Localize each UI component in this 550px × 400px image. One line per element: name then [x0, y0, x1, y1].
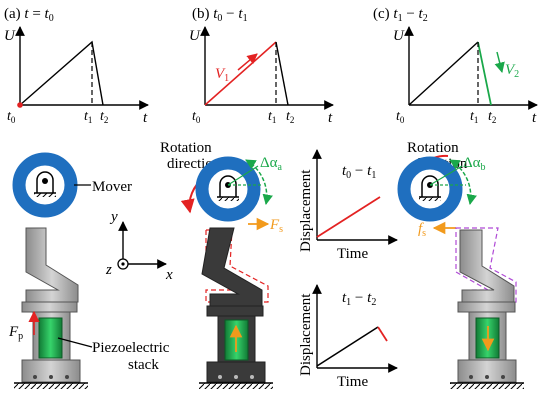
tick-t2: t2 — [100, 109, 108, 125]
axis-z-label: z — [105, 262, 112, 278]
tick-t2: t2 — [286, 109, 294, 125]
axis-y-label: y — [109, 209, 118, 225]
displacement-line — [316, 196, 381, 238]
rising-segment — [408, 41, 479, 106]
voltage-waveform — [19, 40, 104, 106]
tick-t0: t0 — [192, 109, 201, 125]
original-outline — [205, 229, 269, 303]
ground-hatch — [450, 383, 524, 389]
pivot-symbol — [34, 171, 56, 197]
delta-alpha-label: Δαa — [260, 155, 283, 173]
tick-t2: t2 — [488, 109, 496, 125]
coordinate-frame: y z x — [105, 209, 173, 283]
plot-ylabel: Displacement — [298, 293, 314, 376]
flexure-base-plate — [457, 301, 516, 313]
rising-segment — [204, 41, 277, 106]
tick-t1: t1 — [84, 109, 92, 125]
time-axis-label: t — [532, 110, 537, 126]
plot-title: t1 − t2 — [342, 290, 376, 308]
axis-x-label: x — [165, 267, 173, 283]
bolt — [65, 375, 69, 379]
bolt — [250, 375, 254, 379]
angle-arc — [245, 159, 273, 206]
bolt — [234, 375, 238, 379]
tick-t1: t1 — [470, 109, 478, 125]
piezo-label-line2: stack — [128, 357, 159, 373]
bolt — [218, 375, 222, 379]
mechanism-c: Rotation direction Δαb fs — [397, 140, 524, 389]
panel-b-label: (b) t0 − t1 — [192, 6, 248, 24]
velocity-arrow — [237, 53, 258, 71]
flexure-hinge — [25, 227, 79, 303]
panel-a: (a) t = t0 U t t0 t1 t2 — [4, 6, 149, 126]
bolt — [469, 375, 473, 379]
current-time-dot — [17, 102, 23, 108]
velocity-label: V2 — [505, 62, 519, 80]
falling-segment — [275, 41, 289, 106]
angle-arc — [449, 159, 477, 206]
rotation-label-line1: Rotation — [160, 140, 212, 156]
tick-t0: t0 — [396, 109, 405, 125]
voltage-axis-label: U — [189, 28, 201, 44]
flexure-hinge — [459, 229, 515, 303]
mover-ring — [195, 156, 261, 222]
plot-title: t0 − t1 — [342, 163, 376, 181]
flexure-base-plate — [206, 305, 264, 317]
friction-label: fs — [418, 221, 426, 239]
bolt — [33, 375, 37, 379]
force-label: Fp — [8, 324, 23, 342]
delta-alpha-label: Δαb — [463, 155, 486, 173]
panel-c-label: (c) t1 − t2 — [373, 6, 428, 24]
plot-ylabel: Displacement — [298, 169, 314, 252]
velocity-arrow — [494, 51, 505, 74]
bolt — [485, 375, 489, 379]
panel-a-label: (a) t = t0 — [4, 6, 54, 24]
time-axis-label: t — [328, 110, 333, 126]
plot-xlabel: Time — [337, 246, 368, 262]
panel-c: (c) t1 − t2 U t V2 t0 t1 t2 — [373, 6, 538, 126]
tick-t0: t0 — [7, 109, 16, 125]
mover-ring — [12, 152, 78, 218]
flexure-base-plate — [21, 301, 78, 313]
panel-b: (b) t0 − t1 U t V1 t0 t1 t2 — [189, 6, 334, 126]
mechanism-b: Rotation direction Δαa Fs — [160, 140, 283, 389]
displacement-plot-2: Displacement Time t1 − t2 — [298, 284, 398, 390]
mover-label: Mover — [92, 179, 132, 195]
time-axis-label: t — [143, 110, 148, 126]
mover-ring — [397, 156, 463, 222]
friction-label: Fs — [269, 217, 283, 235]
voltage-axis-label: U — [393, 28, 405, 44]
voltage-axis-label: U — [4, 28, 16, 44]
velocity-label: V1 — [215, 66, 229, 84]
piezo-leader — [57, 337, 93, 348]
bolt — [501, 375, 505, 379]
piezo-stack — [38, 317, 63, 359]
piezo-label-line1: Piezoelectric — [92, 340, 170, 356]
tick-t1: t1 — [268, 109, 276, 125]
bolt — [49, 375, 53, 379]
rotation-label-line1: Rotation — [407, 140, 459, 156]
ground-hatch — [199, 383, 273, 389]
falling-segment — [477, 41, 492, 106]
plot-xlabel: Time — [337, 374, 368, 390]
mechanism-a: Mover Fp Piezoelectric stack y z x — [8, 152, 173, 389]
displacement-drop — [377, 326, 388, 342]
displacement-plot-1: Displacement Time t0 − t1 — [298, 149, 398, 262]
ground-hatch — [14, 383, 88, 389]
displacement-rise — [316, 326, 379, 367]
